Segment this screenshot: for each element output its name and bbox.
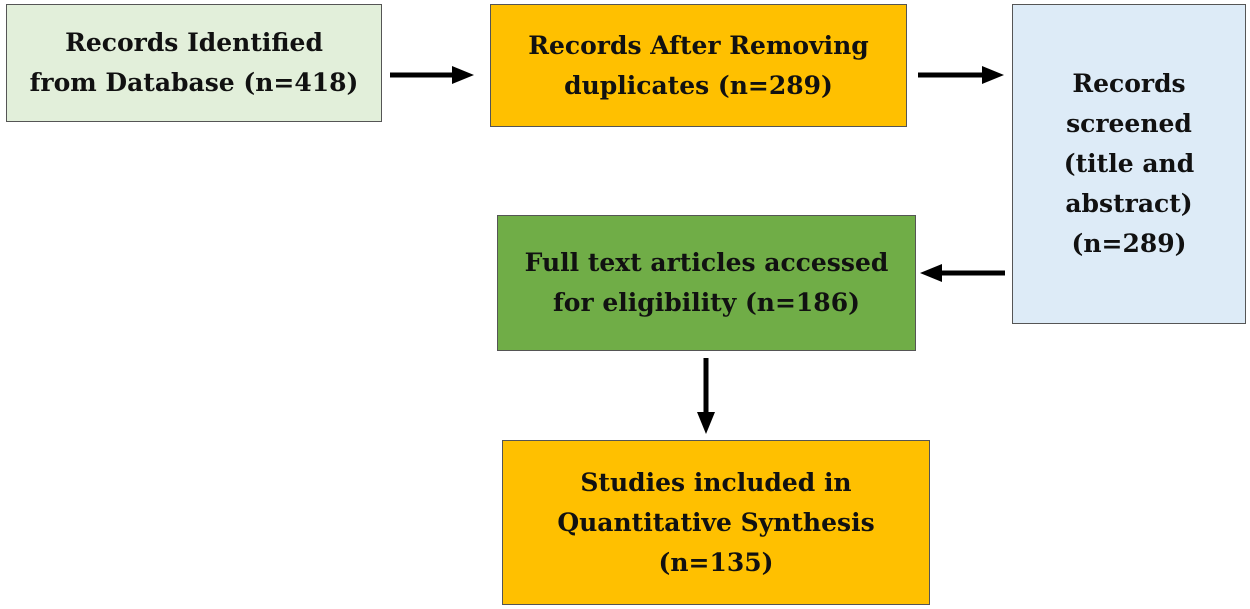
studies-included-box: Studies included in Quantitative Synthes… [502, 440, 930, 605]
arrow-left [920, 264, 1005, 282]
records-screened-box: Records screened (title and abstract) (n… [1012, 4, 1246, 324]
records-screened-line-4: abstract) [1065, 189, 1193, 218]
records-after-removing-duplicates-box: Records After Removing duplicates (n=289… [490, 4, 907, 127]
arrow-right-1 [390, 66, 474, 84]
records-identified-line-2: from Database (n=418) [29, 68, 359, 97]
records-screened-line-3: (title and [1063, 149, 1195, 178]
full-text-line-1: Full text articles accessed [524, 248, 889, 277]
studies-included-line-3: (n=135) [658, 547, 774, 577]
records-identified-line-1: Records Identified [65, 28, 323, 57]
full-text-articles-box: Full text articles accessed for eligibil… [497, 215, 916, 351]
records-after-duplicates-line-2: duplicates (n=289) [564, 70, 833, 100]
studies-included-line-1: Studies included in [580, 467, 852, 497]
full-text-line-2: for eligibility (n=186) [553, 288, 860, 317]
records-after-duplicates-line-1: Records After Removing [528, 30, 869, 60]
records-screened-line-1: Records [1072, 69, 1186, 98]
records-screened-line-5: (n=289) [1071, 229, 1187, 258]
arrow-down [697, 358, 715, 434]
studies-included-line-2: Quantitative Synthesis [557, 507, 875, 537]
records-identified-box: Records Identified from Database (n=418) [6, 4, 382, 122]
records-screened-line-2: screened [1066, 109, 1192, 138]
arrow-right-2 [918, 66, 1004, 84]
